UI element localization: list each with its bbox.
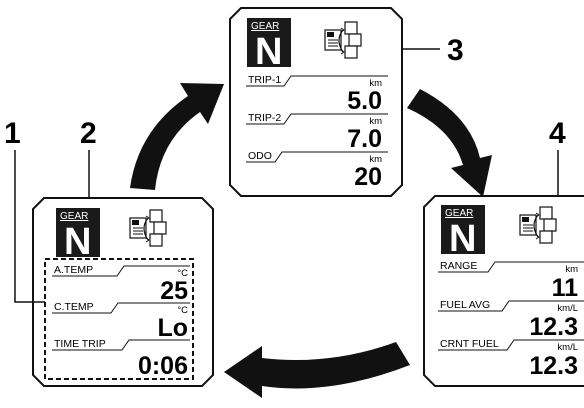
row-value: 11 [552, 274, 579, 302]
info-row: A.TEMP °C 25 [52, 264, 190, 305]
callout-number: 1 [4, 117, 21, 150]
row-unit: km [369, 116, 382, 127]
arrow-right-to-left [224, 342, 410, 398]
row-label: CRNT FUEL [440, 338, 499, 350]
display-mode-icon [519, 206, 557, 244]
row-value: 5.0 [347, 87, 382, 115]
row-value: 12.3 [529, 352, 578, 380]
display-screen-3: GEAR N RANGE km 11 FUEL AVG km/L 12.3 [423, 195, 584, 387]
row-value: 12.3 [529, 313, 578, 341]
callout-1: 1 [4, 117, 45, 303]
row-unit: °C [177, 305, 188, 316]
display-screen-2: GEAR N TRIP-1 km 5.0 TRIP-2 km 7.0 [229, 7, 403, 197]
info-row: C.TEMP °C Lo [52, 301, 190, 342]
callout-3: 3 [403, 34, 464, 67]
info-row: ODO km 20 [246, 150, 388, 191]
gear-label: GEAR [251, 21, 279, 32]
row-unit: °C [177, 268, 188, 279]
gear-label: GEAR [445, 208, 473, 219]
row-unit: km [369, 154, 382, 165]
row-value: 25 [160, 277, 188, 305]
info-row: TIME TRIP 0:06 [52, 338, 190, 380]
gear-value: N [64, 221, 91, 263]
callout-number: 2 [80, 117, 97, 150]
highlight-dashed-box [44, 258, 194, 380]
row-label: ODO [248, 150, 272, 162]
row-value: Lo [157, 314, 188, 342]
callout-2: 2 [80, 117, 97, 198]
row-unit: km [369, 78, 382, 89]
arrow-top-to-right [407, 89, 492, 197]
row-unit: km/L [557, 303, 578, 314]
row-label: RANGE [440, 260, 477, 272]
row-unit: km/L [557, 342, 578, 353]
info-row: TRIP-1 km 5.0 [246, 74, 388, 115]
callout-number: 4 [549, 117, 566, 150]
row-label: TRIP-1 [248, 74, 281, 86]
gear-value: N [255, 31, 282, 73]
row-label: TRIP-2 [248, 112, 281, 124]
arrow-left-to-top [130, 83, 224, 190]
row-label: C.TEMP [54, 301, 94, 313]
row-value: 7.0 [347, 125, 382, 153]
gear-value: N [449, 218, 476, 260]
display-mode-icon [324, 21, 362, 59]
info-row: CRNT FUEL km/L 12.3 [438, 338, 584, 380]
info-row: FUEL AVG km/L 12.3 [438, 299, 584, 341]
info-row: RANGE km 11 [438, 260, 584, 302]
row-value: 0:06 [138, 352, 188, 380]
callout-4: 4 [549, 117, 566, 196]
row-label: TIME TRIP [54, 338, 106, 350]
gear-indicator: GEAR N [247, 18, 291, 73]
info-row: TRIP-2 km 7.0 [246, 112, 388, 153]
callout-number: 3 [447, 34, 464, 67]
row-label: A.TEMP [54, 264, 93, 276]
gear-indicator: GEAR N [441, 205, 485, 260]
gear-label: GEAR [60, 211, 88, 222]
row-label: FUEL AVG [440, 299, 490, 311]
display-mode-icon [129, 209, 167, 247]
display-screen-1: GEAR N A.TEMP °C 25 C.TEMP °C Lo [32, 197, 214, 387]
row-value: 20 [354, 163, 382, 191]
gear-indicator: GEAR N [56, 208, 100, 263]
row-unit: km [565, 264, 578, 275]
